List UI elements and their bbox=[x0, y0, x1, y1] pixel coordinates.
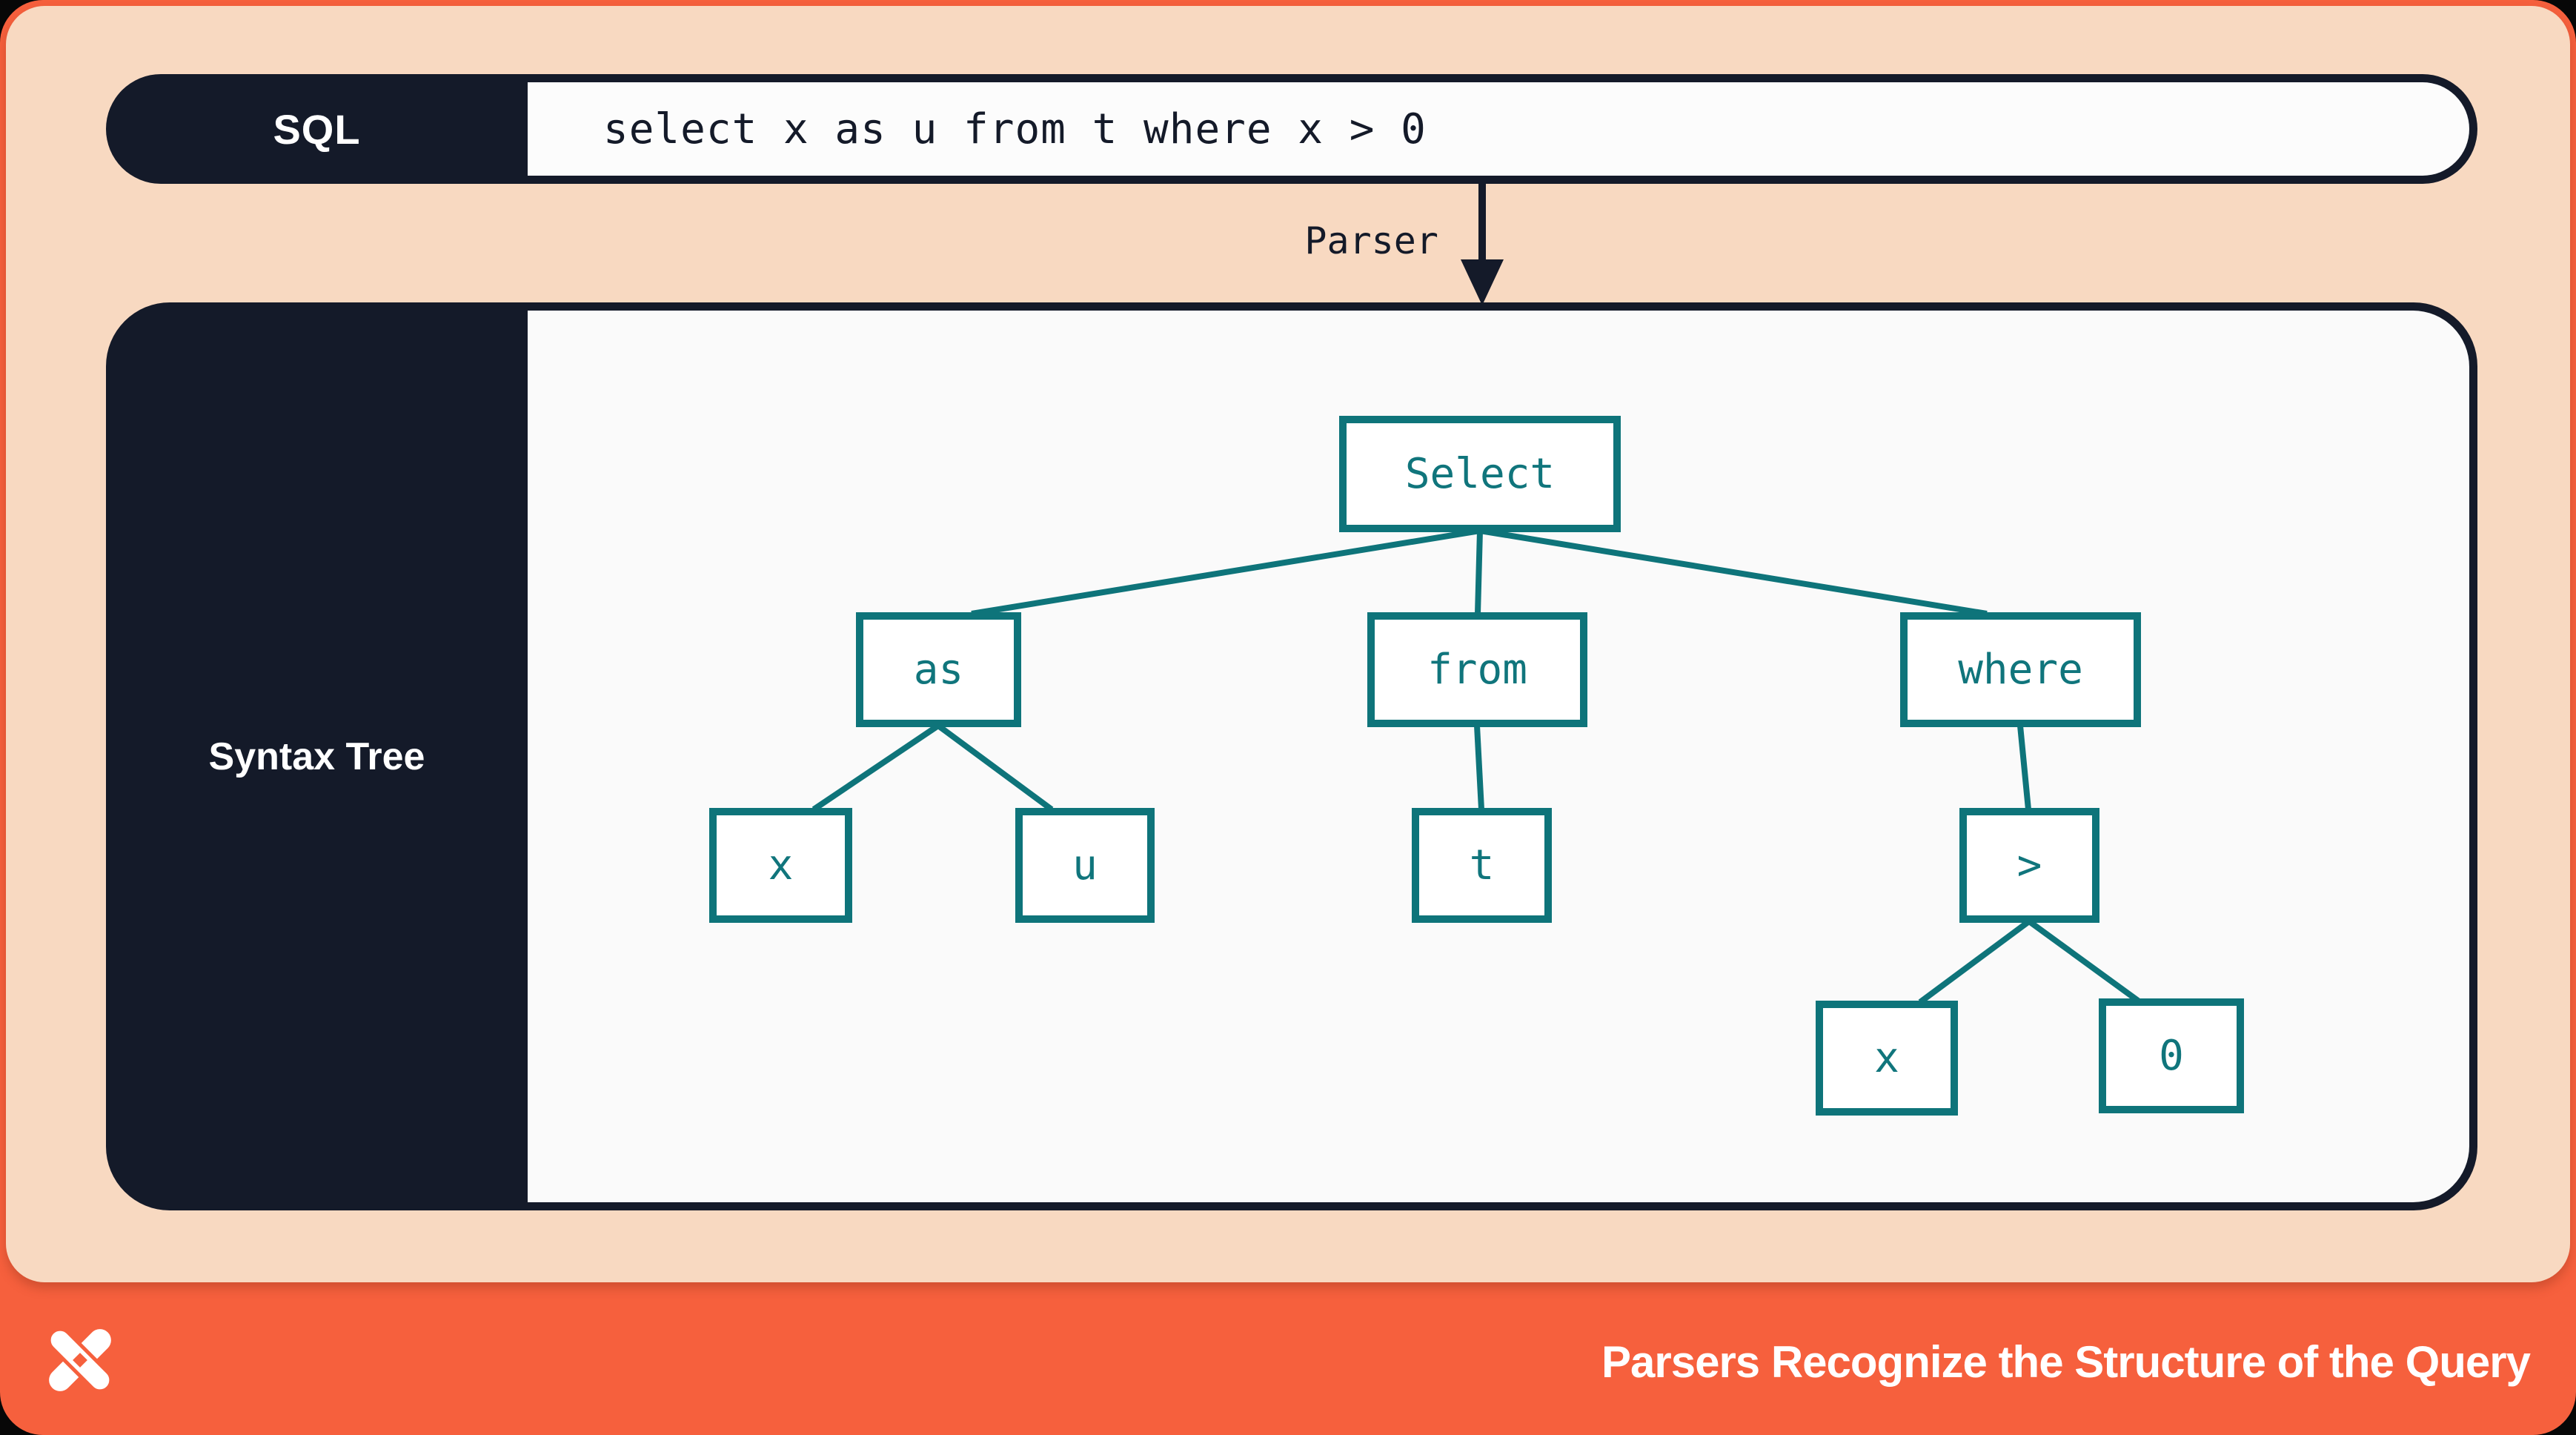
slide-title: Parsers Recognize the Structure of the Q… bbox=[1601, 1337, 2531, 1387]
sql-bar: select x as u from t where x > 0 SQL bbox=[106, 74, 2477, 184]
tree-node-as: as bbox=[856, 612, 1021, 727]
sql-bar-label: SQL bbox=[273, 105, 361, 153]
tree-node-from: from bbox=[1367, 612, 1587, 727]
dolt-x-logo-icon bbox=[47, 1327, 113, 1393]
tree-node-x-operand: x bbox=[1816, 1001, 1958, 1116]
tree-node-zero: 0 bbox=[2099, 998, 2244, 1113]
syntax-tree-panel-label: Syntax Tree bbox=[208, 735, 425, 778]
tree-node-greater-than: > bbox=[1959, 808, 2099, 923]
tree-node-u: u bbox=[1015, 808, 1155, 923]
sql-query-text: select x as u from t where x > 0 bbox=[603, 105, 1427, 153]
sql-query-field: select x as u from t where x > 0 bbox=[528, 82, 2469, 176]
tree-node-t: t bbox=[1412, 808, 1552, 923]
tree-node-select: Select bbox=[1339, 416, 1621, 532]
tree-node-x-alias: x bbox=[709, 808, 852, 923]
parser-label: Parser bbox=[1304, 219, 1438, 262]
tree-node-where: where bbox=[1900, 612, 2141, 727]
